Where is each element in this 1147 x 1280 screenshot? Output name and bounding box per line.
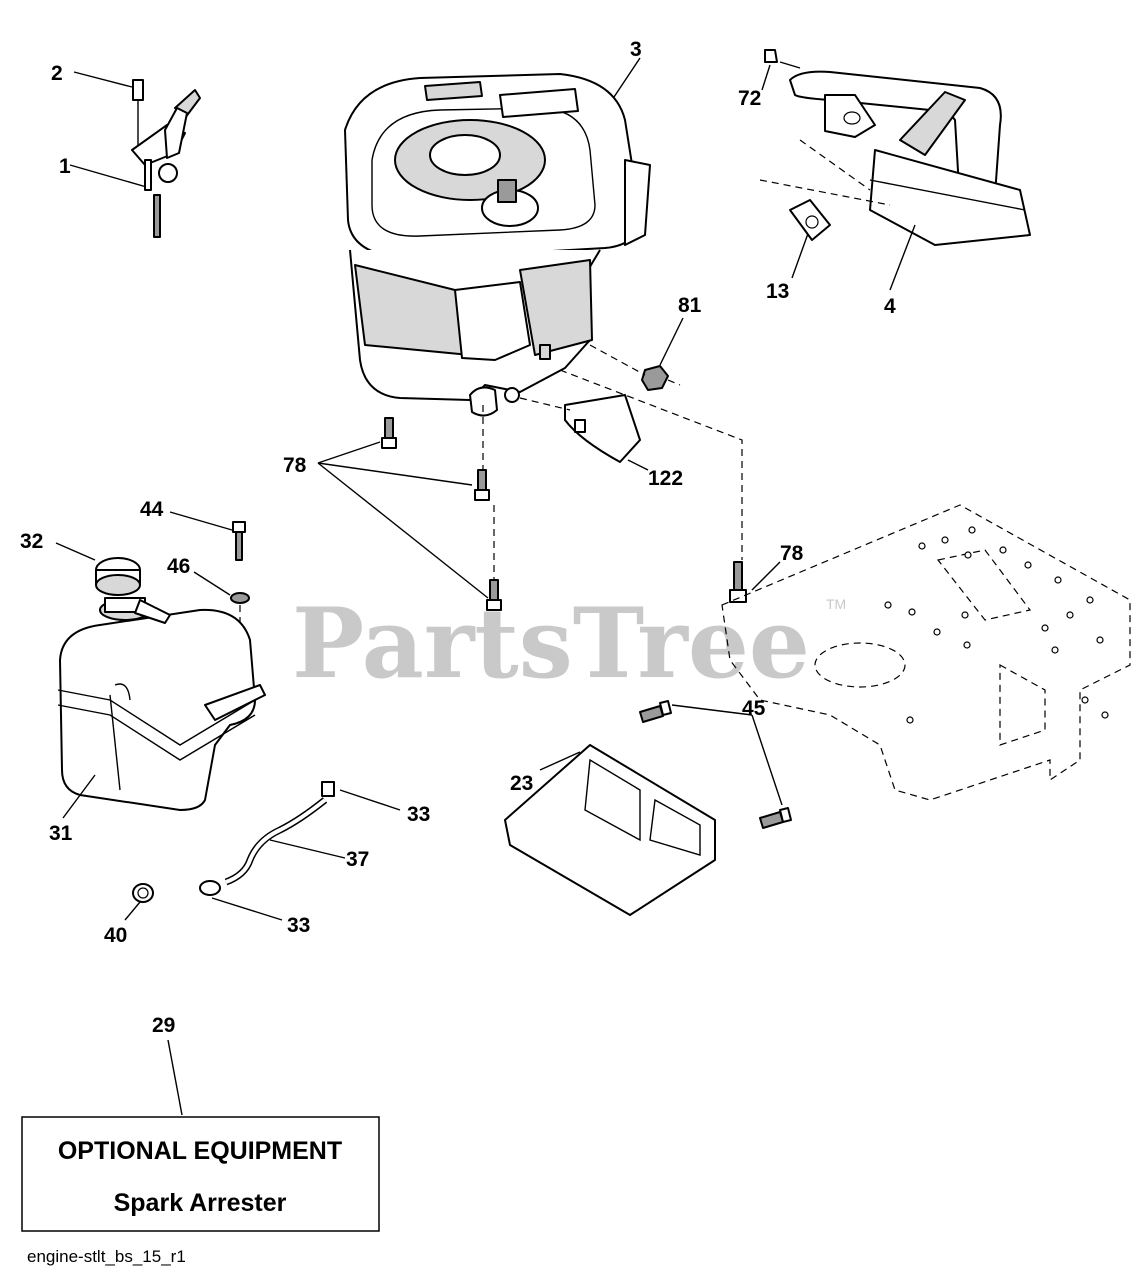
callout-23: 23	[510, 772, 533, 795]
callout-40: 40	[104, 924, 127, 947]
callout-2: 2	[51, 62, 63, 85]
optional-equipment-item: Spark Arrester	[114, 1189, 287, 1217]
shield-122-part	[519, 369, 743, 560]
diagram-file-name: engine-stlt_bs_15_r1	[27, 1247, 186, 1266]
bolts-78-part	[317, 405, 781, 611]
callout-122: 122	[648, 467, 683, 490]
bracket-23-part	[504, 700, 792, 916]
callout-37: 37	[346, 848, 369, 871]
callout-29-leader	[167, 1039, 183, 1116]
watermark-text: PartsTree	[292, 587, 810, 700]
callout-1: 1	[59, 155, 71, 178]
callout-78a: 78	[283, 454, 307, 477]
callout-45: 45	[742, 697, 766, 720]
frame-part	[721, 504, 1131, 801]
callout-44: 44	[140, 498, 164, 521]
fuel-tank-part	[55, 511, 266, 819]
callout-81: 81	[678, 294, 702, 317]
callout-13: 13	[766, 280, 789, 303]
callout-33a: 33	[407, 803, 430, 826]
callout-72: 72	[738, 87, 761, 110]
watermark-trademark: TM	[826, 596, 846, 612]
muffler-part	[759, 49, 1031, 291]
nut-part	[589, 317, 684, 391]
callout-33b: 33	[287, 914, 310, 937]
optional-equipment-box: OPTIONAL EQUIPMENT Spark Arrester	[21, 1116, 380, 1232]
callout-29: 29	[152, 1014, 175, 1037]
engine-part	[344, 57, 651, 417]
callout-32: 32	[20, 530, 43, 553]
callout-46: 46	[167, 555, 190, 578]
fuel-line-part	[124, 781, 401, 921]
throttle-control-part	[69, 71, 201, 238]
callout-3: 3	[630, 38, 642, 61]
callout-4: 4	[884, 295, 896, 318]
callout-31: 31	[49, 822, 73, 845]
optional-equipment-title: OPTIONAL EQUIPMENT	[58, 1137, 342, 1165]
callout-78b: 78	[780, 542, 804, 565]
